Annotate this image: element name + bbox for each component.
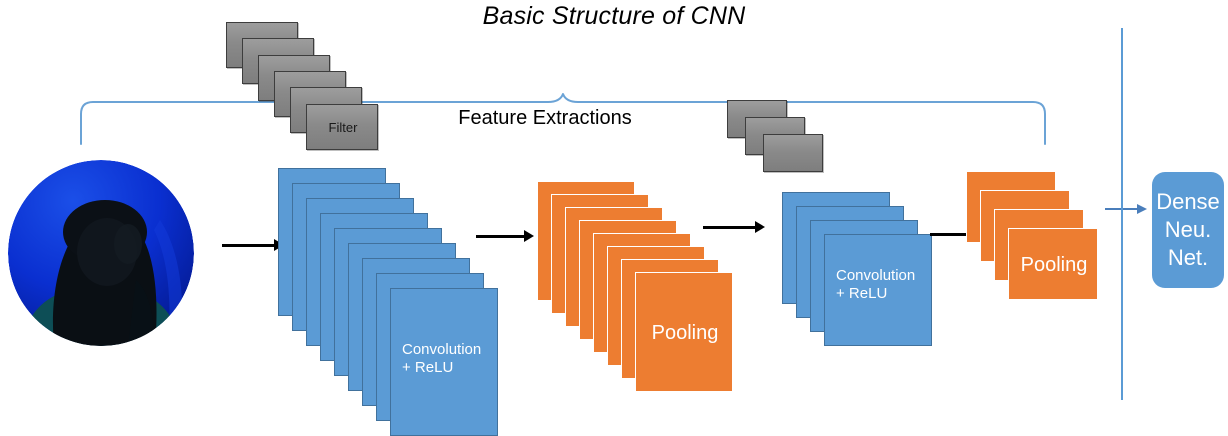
arrow-conv1-to-pool1 bbox=[476, 230, 534, 242]
conv-card-front: Convolution + ReLU bbox=[824, 234, 932, 346]
arrow-input-to-conv1 bbox=[222, 239, 284, 251]
page-title: Basic Structure of CNN bbox=[482, 2, 746, 30]
filter-stack-1: Filter bbox=[226, 22, 386, 150]
convolution-relu-label: Convolution + ReLU bbox=[402, 341, 482, 377]
filter-card-front bbox=[763, 134, 823, 172]
conv-card-front: Convolution + ReLU bbox=[390, 288, 498, 436]
feature-extraction-label: Feature Extractions bbox=[458, 107, 632, 129]
cnn-diagram-canvas: Basic Structure of CNN Feature Extractio… bbox=[8, 2, 1224, 436]
section-divider-line bbox=[1121, 28, 1123, 400]
pool-card-front: Pooling bbox=[636, 273, 732, 391]
pooling-label: Pooling bbox=[651, 321, 719, 344]
convolution-stack-2: Convolution + ReLU bbox=[782, 192, 952, 346]
pool-card-front: Pooling bbox=[1009, 229, 1097, 299]
pooling-stack-2: Pooling bbox=[967, 172, 1117, 312]
pooling-label: Pooling bbox=[1020, 253, 1088, 276]
filter-stack-2 bbox=[727, 100, 847, 172]
dense-neural-net-box: Dense Neu. Net. bbox=[1152, 172, 1224, 288]
pooling-stack-1: Pooling bbox=[538, 182, 758, 391]
feature-extraction-brace bbox=[78, 92, 1048, 148]
arrow-pool1-to-conv2 bbox=[703, 221, 765, 233]
arrow-pool2-to-dense bbox=[1105, 203, 1147, 215]
convolution-relu-label: Convolution + ReLU bbox=[836, 267, 916, 303]
convolution-stack-1: Convolution + ReLU bbox=[278, 168, 508, 436]
filter-label: Filter bbox=[328, 120, 358, 136]
filter-card-front: Filter bbox=[306, 104, 378, 150]
input-image-portrait bbox=[8, 160, 194, 346]
